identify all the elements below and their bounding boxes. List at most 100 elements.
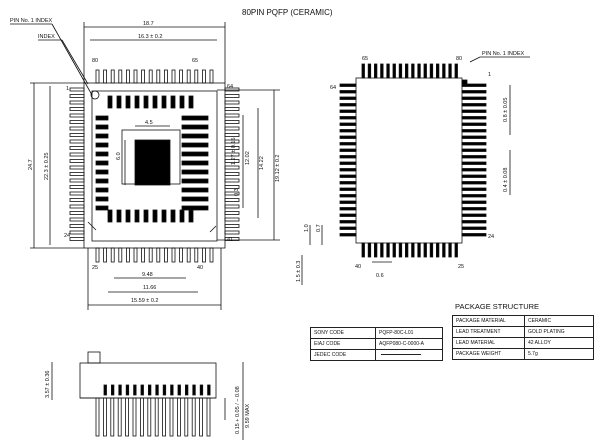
lead: [139, 397, 144, 437]
bottom-leads-left: [339, 83, 357, 237]
bond-pad: [181, 142, 209, 148]
lead: [423, 63, 427, 79]
side-view-labels: 3.57 ± 0.36 9.59 MAX 0.15 + 0.05 / − 0.0…: [45, 371, 251, 434]
dim-pitch-row: 11.66: [143, 285, 156, 291]
lead: [132, 397, 137, 437]
lead: [103, 384, 107, 396]
lead: [171, 69, 176, 84]
lead: [224, 191, 240, 196]
top-view-labels: PIN No. 1 INDEX INDEX 18.7 16.3 ± 0.2 15…: [10, 18, 281, 304]
inner-pads-right: [181, 115, 209, 211]
lead: [224, 107, 240, 111]
bond-pad: [95, 205, 109, 211]
lead: [339, 155, 357, 159]
inner-pads-top: [107, 95, 194, 109]
lead: [224, 152, 240, 157]
dim-foot: 1.5 ± 0.3: [296, 261, 302, 282]
pin-number: 40: [197, 265, 203, 271]
lead: [194, 69, 199, 84]
side-cap: [87, 351, 101, 364]
lead: [339, 168, 357, 172]
lead: [156, 69, 161, 84]
bond-pad: [95, 178, 109, 184]
lead: [162, 384, 167, 396]
lead: [461, 187, 487, 191]
bond-pad: [95, 169, 109, 175]
bottom-leads-top: [361, 63, 458, 79]
lead: [224, 146, 240, 150]
inner-pads-left: [95, 115, 109, 211]
lead: [69, 191, 85, 196]
pkg-value: CERAMIC: [524, 315, 594, 327]
lead: [69, 133, 85, 137]
lead: [339, 181, 357, 185]
pin-number: 40: [355, 264, 361, 270]
lead: [339, 161, 357, 165]
lead: [184, 384, 189, 396]
lead: [154, 397, 159, 437]
lead: [148, 247, 153, 263]
lead: [429, 242, 434, 258]
dim-lead-span-v: 19.12 ± 0.2: [275, 155, 281, 182]
code-value: AQFP080-C-0000-A: [375, 338, 443, 350]
lead: [435, 242, 440, 258]
lead: [380, 63, 384, 79]
dim-lead-width-b: 0.4 ± 0.08: [503, 168, 509, 192]
lead: [339, 213, 357, 217]
bond-pad: [181, 205, 209, 211]
lead: [95, 69, 100, 84]
lead: [339, 96, 357, 100]
lead: [339, 109, 357, 113]
lead: [133, 384, 137, 396]
lead: [454, 242, 458, 258]
lead: [461, 109, 487, 113]
lead: [69, 120, 85, 124]
lead: [224, 100, 240, 105]
pkg-label: LEAD MATERIAL: [452, 337, 525, 349]
lead: [454, 63, 458, 79]
lead: [461, 103, 487, 107]
lead: [461, 142, 487, 146]
lead: [69, 204, 85, 209]
lead: [224, 224, 240, 228]
lead: [417, 63, 421, 79]
lead: [224, 198, 240, 202]
lead: [461, 168, 487, 172]
bond-pad: [95, 133, 109, 139]
pkg-value: GOLD PLATING: [524, 326, 594, 338]
lead: [147, 397, 152, 437]
top-leads-left: [69, 87, 85, 241]
bond-pad: [170, 209, 176, 223]
bottom-pin1-leader: [469, 56, 481, 63]
bottom-leads-right: [461, 83, 487, 237]
bond-pad: [116, 95, 122, 109]
lead: [423, 242, 427, 258]
pkg-value: 5.7g: [524, 348, 594, 360]
code-label: EIAJ CODE: [310, 338, 376, 350]
lead: [147, 384, 152, 396]
lead: [224, 113, 240, 118]
lead: [103, 247, 107, 263]
top-leads-bottom: [95, 247, 214, 263]
bottom-view: [301, 56, 530, 285]
empty-dash: [381, 354, 421, 356]
pin-number: 64: [330, 85, 336, 91]
lead: [339, 122, 357, 126]
pkg-label: LEAD TREATMENT: [452, 326, 525, 338]
lead: [339, 220, 357, 224]
lead: [169, 397, 174, 437]
bottom-leads-bottom: [361, 242, 458, 258]
lead: [461, 194, 487, 198]
bond-pad: [95, 115, 109, 121]
lead: [224, 94, 240, 98]
lead: [95, 397, 100, 437]
lead: [162, 397, 167, 437]
lead: [461, 155, 487, 159]
lead: [224, 139, 240, 144]
lead: [209, 69, 214, 84]
index-mark: [90, 90, 100, 100]
drawing-title: 80PIN PQFP (CERAMIC): [242, 8, 333, 17]
